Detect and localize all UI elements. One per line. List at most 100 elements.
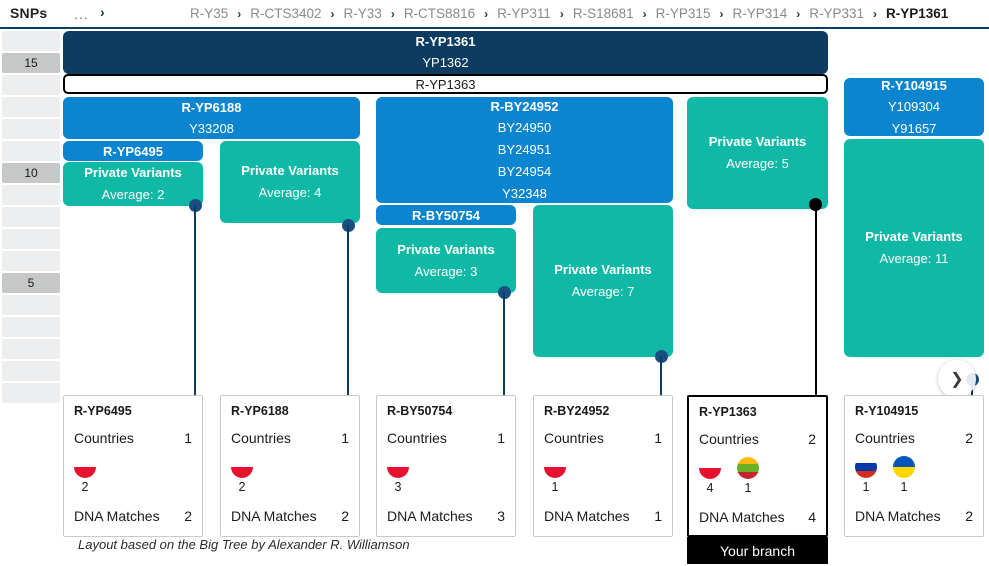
countries-label: Countries xyxy=(699,431,759,447)
tree-node-variant: BY24954 xyxy=(497,163,552,179)
breadcrumb-item-r-yp314[interactable]: R-YP314 xyxy=(732,6,788,21)
tree-node-name: R-Y104915 xyxy=(881,77,947,93)
dna-matches-row: DNA Matches 2 xyxy=(231,508,349,524)
private-variants-title: Private Variants xyxy=(708,134,807,149)
breadcrumb-item-r-cts8816[interactable]: R-CTS8816 xyxy=(403,6,476,21)
breadcrumb-item-r-s18681[interactable]: R-S18681 xyxy=(572,6,634,21)
ruler-tick-label: 15 xyxy=(24,56,38,70)
flag-item[interactable]: 1 xyxy=(893,456,915,494)
flag-count: 1 xyxy=(900,480,908,494)
tree-node-variant: YP1362 xyxy=(422,55,469,70)
your-branch-label: Your branch xyxy=(720,542,795,559)
private-variants-yp6188[interactable]: Private Variants Average: 4 xyxy=(220,141,360,223)
dna-matches-label: DNA Matches xyxy=(231,508,317,524)
breadcrumb-item-r-yp311[interactable]: R-YP311 xyxy=(497,6,551,21)
breadcrumb-bar: SNPs ... › R-Y35›R-CTS3402›R-Y33›R-CTS88… xyxy=(0,0,989,29)
flag-item[interactable]: 2 xyxy=(74,456,96,494)
private-variants-yp1363[interactable]: Private Variants Average: 5 xyxy=(687,97,828,209)
flag-item[interactable]: 1 xyxy=(855,456,877,494)
countries-value: 2 xyxy=(808,431,816,447)
your-branch-badge[interactable]: Your branch xyxy=(687,537,828,564)
countries-label: Countries xyxy=(855,430,915,446)
tree-node-yp6495[interactable]: R-YP6495 xyxy=(63,141,203,161)
countries-label: Countries xyxy=(74,430,134,446)
breadcrumb-separator-icon: › xyxy=(873,6,878,21)
tree-node-variant: Y109304 xyxy=(887,98,941,114)
flag-item[interactable]: 1 xyxy=(737,457,759,495)
scroll-right-button[interactable]: ❯ xyxy=(938,360,976,398)
poland-flag xyxy=(74,456,96,478)
snp-ruler: 15 10 5 xyxy=(0,31,62,403)
private-variants-y104915[interactable]: Private Variants Average: 11 xyxy=(844,139,984,357)
breadcrumb-item-r-yp315[interactable]: R-YP315 xyxy=(655,6,711,21)
flag-item[interactable]: 4 xyxy=(699,457,721,495)
tree-node-variant: BY24951 xyxy=(497,141,552,157)
info-card-title: R-YP6188 xyxy=(231,404,289,418)
breadcrumb-item-r-y33[interactable]: R-Y33 xyxy=(343,6,382,21)
tree-node-name: R-YP1363 xyxy=(415,76,476,92)
flag-count: 2 xyxy=(81,480,89,494)
breadcrumb-separator-icon: › xyxy=(719,6,724,21)
flag-item[interactable]: 3 xyxy=(387,456,409,494)
flag-item[interactable]: 2 xyxy=(231,456,253,494)
private-variants-average: Average: 5 xyxy=(726,156,789,171)
dna-matches-row: DNA Matches 3 xyxy=(387,508,505,524)
tree-node-yp6188[interactable]: R-YP6188 Y33208 xyxy=(63,97,360,139)
tree-node-subclade-yp1363[interactable]: R-YP1363 xyxy=(63,74,828,94)
private-variants-average: Average: 11 xyxy=(879,251,949,266)
breadcrumb-separator-icon: › xyxy=(390,6,395,21)
chevron-right-icon[interactable]: › xyxy=(100,4,105,20)
private-variants-title: Private Variants xyxy=(554,262,652,277)
breadcrumb-item-r-y35[interactable]: R-Y35 xyxy=(190,6,229,21)
dna-matches-value: 2 xyxy=(341,508,349,524)
breadcrumb-item-r-yp1361[interactable]: R-YP1361 xyxy=(886,6,949,21)
tree-node-variant: Y32348 xyxy=(502,185,547,201)
dna-matches-label: DNA Matches xyxy=(387,508,473,524)
ruler-row xyxy=(2,185,60,205)
private-variants-by24952[interactable]: Private Variants Average: 7 xyxy=(533,205,673,357)
ruler-row xyxy=(2,251,60,271)
ruler-row xyxy=(2,75,60,95)
breadcrumb-item-r-cts3402[interactable]: R-CTS3402 xyxy=(250,6,322,21)
breadcrumb-overflow-button[interactable]: ... xyxy=(74,6,89,22)
info-card-title: R-YP1363 xyxy=(699,405,757,419)
tree-node-y104915[interactable]: R-Y104915 Y109304 Y91657 xyxy=(844,78,984,136)
ruler-row xyxy=(2,119,60,139)
private-variants-yp6495[interactable]: Private Variants Average: 2 xyxy=(63,162,203,206)
private-variants-average: Average: 3 xyxy=(414,263,478,279)
connector-line xyxy=(503,292,505,395)
breadcrumb-item-r-yp331[interactable]: R-YP331 xyxy=(809,6,865,21)
private-variants-by50754[interactable]: Private Variants Average: 3 xyxy=(376,228,516,293)
dna-matches-value: 3 xyxy=(497,508,505,524)
layout-credit: Layout based on the Big Tree by Alexande… xyxy=(78,537,410,552)
private-variants-average: Average: 2 xyxy=(101,187,165,202)
breadcrumb-separator-icon: › xyxy=(796,6,801,21)
ruler-row xyxy=(2,97,60,117)
breadcrumb-separator-icon: › xyxy=(237,6,242,21)
ruler-row xyxy=(2,317,60,337)
tree-node-root[interactable]: R-YP1361 YP1362 xyxy=(63,31,828,74)
ruler-row xyxy=(2,339,60,359)
ruler-tick-10: 10 xyxy=(2,163,60,183)
tree-node-by24952[interactable]: R-BY24952 BY24950 BY24951 BY24954 Y32348 xyxy=(376,97,673,203)
ruler-tick-5: 5 xyxy=(2,273,60,293)
flag-item[interactable]: 1 xyxy=(544,456,566,494)
tree-node-by50754[interactable]: R-BY50754 xyxy=(376,205,516,225)
lithuania-flag xyxy=(737,457,759,479)
flag-list: 3 xyxy=(387,456,505,494)
poland-flag xyxy=(699,457,721,479)
breadcrumb: R-Y35 › R-CTS3402 › R-Y33 › R-CTS8816 › R-YP311 ›… xyxy=(190,0,948,27)
